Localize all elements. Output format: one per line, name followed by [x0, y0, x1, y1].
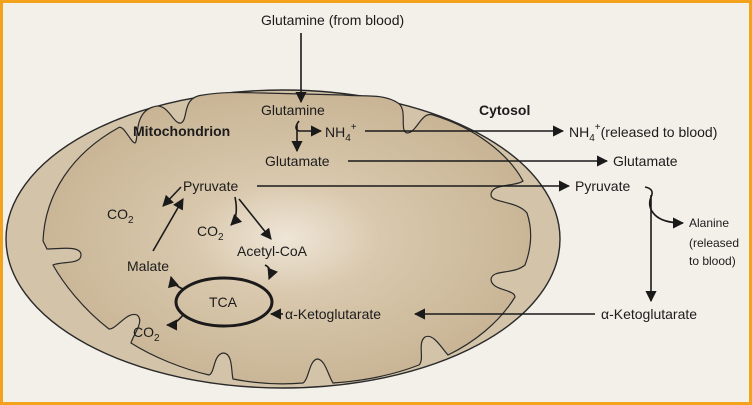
- label-nh4-inner: NH4+: [325, 122, 357, 144]
- arrow-pyruvate-to-alanine: [644, 186, 685, 229]
- label-alpha-kg-inner: α-Ketoglutarate: [285, 306, 381, 322]
- mitochondrion-inner-membrane: [42, 91, 532, 385]
- label-co2-bottom: CO2: [133, 324, 160, 344]
- label-co2-top: CO2: [107, 206, 134, 226]
- label-co2-middle: CO2: [197, 223, 224, 243]
- arrow-glutamine-to-nh4: [295, 120, 323, 137]
- arrow-pyruvate-to-co2-middle: [230, 196, 243, 226]
- label-tca: TCA: [209, 294, 238, 310]
- tca-cycle: [174, 276, 274, 328]
- label-malate: Malate: [127, 258, 169, 274]
- label-alanine-to-blood: to blood): [689, 254, 736, 268]
- label-alanine: Alanine: [689, 216, 729, 230]
- label-alanine-released: (released: [689, 236, 739, 250]
- label-acetyl-coa: Acetyl-CoA: [237, 243, 308, 259]
- glutamine-metabolism-diagram: Glutamine (from blood) Glutamine NH4+ Mi…: [5, 12, 739, 389]
- arrow-acetyl-coa-to-tca: [264, 264, 278, 281]
- label-pyruvate-inner: Pyruvate: [183, 178, 238, 194]
- arrow-pyruvate-to-co2-top: [162, 186, 182, 207]
- arrow-pyruvate-to-acetyl-coa: [238, 198, 272, 240]
- label-nh4-released: NH4+(released to blood): [569, 122, 717, 144]
- label-glutamate-outer: Glutamate: [613, 153, 678, 169]
- arrow-tca-to-malate: [168, 275, 184, 290]
- label-cytosol: Cytosol: [479, 102, 530, 118]
- arrow-tca-to-co2-bottom: [165, 314, 184, 331]
- arrow-malate-to-pyruvate: [152, 198, 184, 252]
- label-glutamine-from-blood: Glutamine (from blood): [261, 12, 404, 28]
- label-mitochondrion: Mitochondrion: [133, 123, 230, 139]
- label-glutamine: Glutamine: [261, 102, 325, 118]
- label-alpha-kg-outer: α-Ketoglutarate: [601, 306, 697, 322]
- label-pyruvate-outer: Pyruvate: [575, 178, 630, 194]
- label-glutamate-inner: Glutamate: [265, 153, 330, 169]
